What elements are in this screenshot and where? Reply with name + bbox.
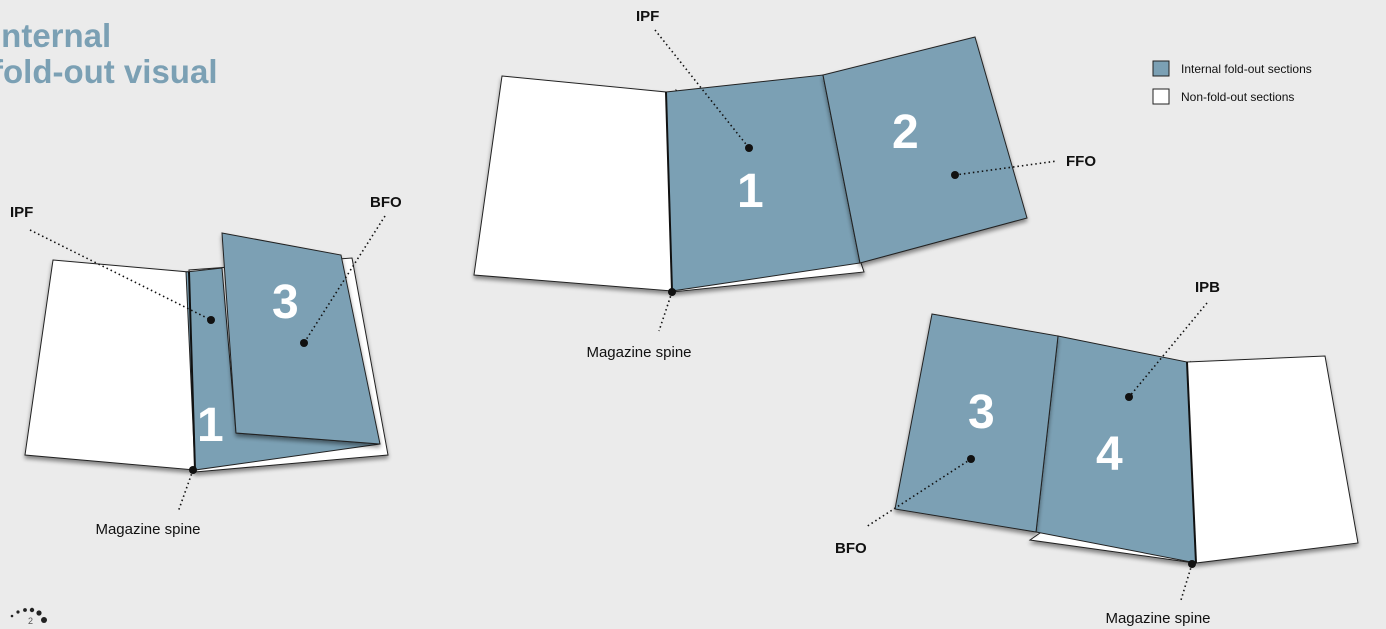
- right-callout-bfo: BFO: [835, 540, 867, 557]
- left-spine-label: Magazine spine: [95, 521, 200, 538]
- left-panel-3: [222, 233, 380, 444]
- top-spine-label: Magazine spine: [586, 344, 691, 361]
- right-callout-ipb: IPB: [1195, 279, 1220, 296]
- page-number-mark: 2: [11, 608, 47, 626]
- top-spine-leader: [659, 292, 672, 331]
- left-callout-bfo: BFO: [370, 194, 402, 211]
- legend-label-plain: Non-fold-out sections: [1181, 90, 1294, 104]
- left-page: [25, 260, 195, 470]
- right-number-3: 3: [968, 386, 995, 439]
- left-bfo-dot: [300, 339, 308, 347]
- top-callout-ffo: FFO: [1066, 153, 1096, 170]
- top-spine-dot: [668, 288, 676, 296]
- top-number-2: 2: [892, 106, 919, 159]
- right-spine-leader: [1181, 564, 1192, 600]
- diagram-right: 3 4 IPB BFO Magazine spine: [835, 279, 1358, 627]
- top-ffo-dot: [951, 171, 959, 179]
- left-callout-ipf: IPF: [10, 204, 33, 221]
- left-spine-leader: [178, 470, 193, 512]
- right-number-4: 4: [1096, 428, 1123, 481]
- top-number-1: 1: [737, 165, 764, 218]
- diagram-top: 1 2 IPF FFO Magazine spine: [474, 8, 1096, 361]
- left-number-3: 3: [272, 276, 299, 329]
- right-page: [1187, 356, 1358, 563]
- right-bfo-dot: [967, 455, 975, 463]
- left-number-1: 1: [197, 399, 224, 452]
- top-panel-2: [823, 37, 1027, 263]
- top-callout-ipf: IPF: [636, 8, 659, 25]
- left-ipf-dot: [207, 316, 215, 324]
- page-number: 2: [28, 616, 33, 626]
- right-ipb-dot: [1125, 393, 1133, 401]
- right-spine-label: Magazine spine: [1105, 610, 1210, 627]
- right-spine-dot: [1188, 560, 1196, 568]
- legend-swatch-foldout: [1153, 61, 1169, 76]
- diagram-left: 1 3 IPF BFO Magazine spine: [10, 194, 402, 538]
- top-page: [474, 76, 672, 291]
- legend-label-foldout: Internal fold-out sections: [1181, 62, 1312, 76]
- left-spine-dot: [189, 466, 197, 474]
- legend: Internal fold-out sections Non-fold-out …: [1153, 61, 1312, 104]
- legend-swatch-plain: [1153, 89, 1169, 104]
- top-ipf-dot: [745, 144, 753, 152]
